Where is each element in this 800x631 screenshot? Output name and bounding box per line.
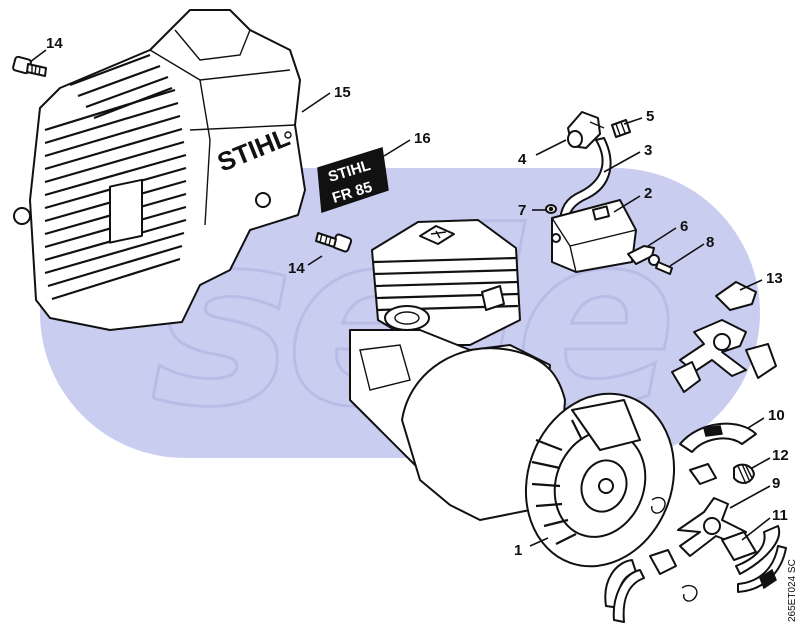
callout-3: 3 [644, 142, 652, 159]
callout-2: 2 [644, 185, 652, 202]
drawing-code: 265ET024 SC [787, 559, 798, 622]
ignition-module-2 [551, 199, 637, 273]
callout-14-top: 14 [46, 35, 63, 52]
clutch-shoe-10 [679, 422, 757, 453]
clutch-shoe-11 [735, 525, 787, 593]
clutch-spring-12 [733, 463, 755, 485]
flywheel-1 [524, 392, 676, 568]
shroud-cover: STIHL [13, 9, 306, 331]
callout-14-bottom: 14 [288, 260, 305, 277]
callout-16: 16 [414, 130, 431, 147]
leader-lines [29, 49, 771, 547]
callout-1: 1 [514, 542, 522, 559]
callout-13: 13 [766, 270, 783, 287]
callout-11: 11 [772, 507, 788, 524]
callout-12: 12 [772, 447, 789, 464]
clutch-assembly-13 [671, 281, 777, 393]
screw-8 [648, 254, 673, 275]
callout-10: 10 [768, 407, 785, 424]
ignition-lead-4 [567, 111, 605, 149]
contact-spring-6 [627, 245, 655, 265]
callout-15: 15 [334, 84, 351, 101]
clutch-shoe-left [604, 559, 645, 623]
screw-14-top [12, 55, 47, 77]
callout-6: 6 [680, 218, 688, 235]
engine-cylinder [371, 219, 521, 346]
callout-8: 8 [706, 234, 714, 251]
decal-16: STIHL FR 85 [317, 147, 389, 214]
callout-9: 9 [772, 475, 780, 492]
washer-7 [545, 204, 557, 214]
callout-4: 4 [518, 151, 527, 168]
callout-5: 5 [646, 108, 654, 125]
callout-7: 7 [518, 202, 526, 219]
spring-5 [611, 119, 631, 138]
clutch-carrier-9 [677, 463, 757, 561]
small-springs [649, 496, 698, 602]
screw-14-bottom [315, 232, 353, 253]
callout-labels: 14 15 16 5 4 3 2 7 6 8 14 13 10 12 9 11 … [46, 35, 789, 559]
